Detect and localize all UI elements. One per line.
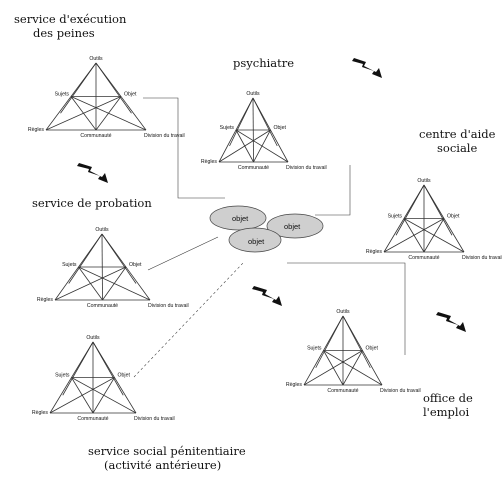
triangle-inner-line <box>68 233 103 284</box>
title-office-emploi: l'emploi <box>423 405 470 419</box>
triangle-inner-line <box>101 233 103 301</box>
label-regles: Règles <box>32 410 49 416</box>
label-regles: Règles <box>286 382 303 388</box>
object-label: objet <box>248 237 265 246</box>
label-objet: Objet <box>118 373 131 379</box>
label-outils: Outils <box>246 91 260 97</box>
lightning-icon <box>352 58 382 78</box>
label-objet: Objet <box>447 214 460 220</box>
lightning-icon <box>252 286 282 306</box>
label-sujets: Sujets <box>388 214 403 220</box>
triangle-inner-line <box>235 129 289 163</box>
label-sujets: Sujets <box>220 125 235 131</box>
label-division: Division du travail <box>134 416 175 422</box>
triangle-inner-line <box>252 97 254 163</box>
label-sujets: Sujets <box>62 262 77 268</box>
label-communaute: Communauté <box>77 416 108 422</box>
label-regles: Règles <box>37 297 54 303</box>
label-objet: Objet <box>124 92 137 98</box>
title-service-execution: des peines <box>33 26 95 40</box>
triangle-inner-line <box>423 184 453 236</box>
label-division: Division du travail <box>144 133 185 139</box>
triangle-inner-line <box>92 341 124 396</box>
connector-service-social <box>133 261 245 378</box>
label-regles: Règles <box>201 159 218 165</box>
triangle-inner-line <box>62 341 94 396</box>
connector-execution <box>143 97 225 199</box>
label-communaute: Communauté <box>80 133 111 139</box>
triangle-inner-line <box>323 350 383 386</box>
label-communaute: Communauté <box>238 165 269 171</box>
title-psychiatre: psychiatre <box>233 56 294 70</box>
triangle-inner-line <box>60 62 97 114</box>
object-label: objet <box>232 214 249 223</box>
triangle-inner-line <box>71 377 137 414</box>
triangle-inner-line <box>315 315 344 368</box>
connector-psychiatre <box>315 165 351 216</box>
triangle-inner-line <box>78 266 151 301</box>
label-sujets: Sujets <box>55 373 70 379</box>
triangle-inner-line <box>54 266 127 301</box>
titles: service d'exécution des peines psychiatr… <box>14 12 496 472</box>
label-regles: Règles <box>28 127 45 133</box>
lightning-icon <box>436 312 466 332</box>
label-objet: Objet <box>366 346 379 352</box>
label-outils: Outils <box>95 227 109 233</box>
label-sujets: Sujets <box>55 92 70 98</box>
triangle-inner-line <box>45 96 122 131</box>
connector-probation <box>147 236 219 271</box>
title-centre-aide: sociale <box>437 141 477 155</box>
object-ellipse <box>209 205 267 231</box>
label-communaute: Communauté <box>87 303 118 309</box>
label-communaute: Communauté <box>408 255 439 261</box>
title-service-social: service social pénitentiaire <box>88 444 246 458</box>
title-centre-aide: centre d'aide <box>419 127 496 141</box>
label-objet: Objet <box>274 125 287 131</box>
triangle-inner-line <box>383 218 445 253</box>
label-outils: Outils <box>86 335 100 341</box>
triangle-inner-line <box>229 97 254 147</box>
label-objet: Objet <box>129 262 142 268</box>
label-outils: Outils <box>336 309 350 315</box>
title-office-emploi: office de <box>423 391 473 405</box>
lightning-icon <box>77 163 108 183</box>
object-ellipse <box>266 213 324 239</box>
object-ellipse <box>228 227 282 253</box>
object-cluster: objet objet objet <box>209 205 324 253</box>
label-division: Division du travail <box>148 303 189 309</box>
label-division: Division du travail <box>462 255 502 261</box>
title-service-execution: service d'exécution <box>14 12 127 26</box>
triangle-inner-line <box>403 218 465 253</box>
connector-centre-aide <box>287 262 406 355</box>
triangle-inner-line <box>395 184 425 236</box>
triangle-inner-line <box>101 233 137 284</box>
connector-lines <box>133 97 406 378</box>
triangle-inner-line <box>342 315 371 368</box>
object-label: objet <box>284 222 301 231</box>
triangle-inner-line <box>252 97 278 147</box>
label-division: Division du travail <box>286 165 327 171</box>
label-communaute: Communauté <box>327 388 358 394</box>
label-regles: Règles <box>366 249 383 255</box>
title-service-social: (activité antérieure) <box>104 458 221 472</box>
label-outils: Outils <box>417 178 431 184</box>
triangle-inner-line <box>95 62 132 114</box>
label-sujets: Sujets <box>307 346 322 352</box>
triangle-inner-line <box>70 96 147 131</box>
title-service-probation: service de probation <box>32 196 152 210</box>
triangle-inner-line <box>49 377 115 414</box>
label-division: Division du travail <box>380 388 421 394</box>
triangle-inner-line <box>303 350 363 386</box>
triangle-inner-line <box>218 129 271 163</box>
lightning-icons <box>77 58 466 332</box>
label-outils: Outils <box>89 56 103 62</box>
